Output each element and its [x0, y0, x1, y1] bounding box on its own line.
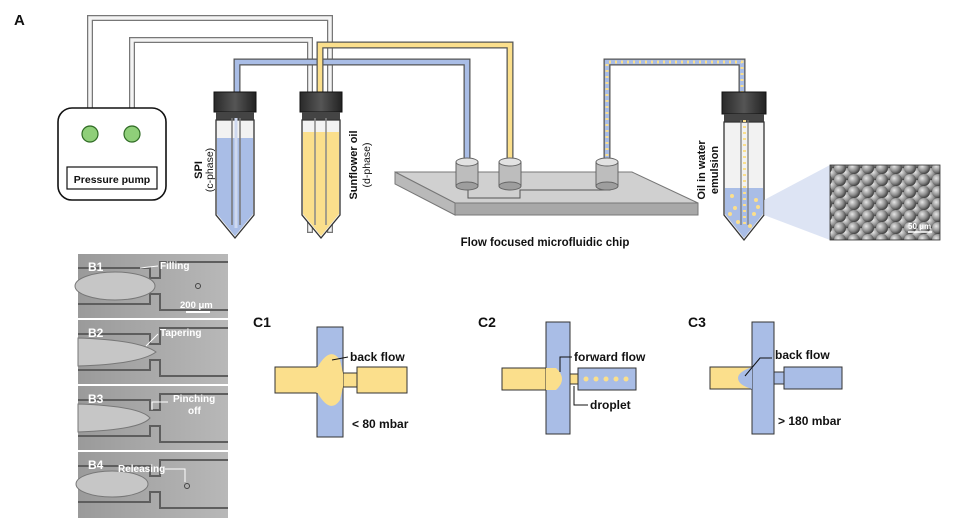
- pressure-pump: Pressure pump: [57, 107, 167, 201]
- c1-schematic: C1 back flow < 80 mbar: [253, 314, 409, 438]
- b3-id: B3: [88, 392, 104, 406]
- b1-stage: Filling: [160, 261, 189, 272]
- c2-droplet-label: droplet: [590, 398, 631, 412]
- b1-panel: B1 Filling 200 μm: [74, 254, 228, 318]
- b2-stage: Tapering: [160, 328, 201, 339]
- b-panels: B1 Filling 200 μm B2 Tapering B3 Pinchin…: [74, 254, 228, 518]
- c3-id: C3: [688, 314, 706, 330]
- b1-id: B1: [88, 260, 104, 274]
- c3-pressure-label: > 180 mbar: [778, 414, 841, 428]
- b2-id: B2: [88, 326, 104, 340]
- pump-port-right: [123, 125, 141, 143]
- c1-id: C1: [253, 314, 271, 330]
- chip-inlet-left: [455, 157, 479, 191]
- c3-flow-label: back flow: [775, 348, 830, 362]
- panel-label-a: A: [14, 12, 25, 29]
- oil-tube: [299, 91, 343, 240]
- microfluidic-chip: [394, 157, 699, 216]
- b4-stage: Releasing: [118, 464, 165, 475]
- chip-label: Flow focused microfluidic chip: [461, 237, 630, 249]
- b1-scale-label: 200 μm: [180, 300, 213, 311]
- c2-id: C2: [478, 314, 496, 330]
- micrograph-scale-label: 50 μm: [908, 222, 931, 231]
- c2-droplets: [583, 376, 629, 382]
- pump-port-left: [81, 125, 99, 143]
- b3-stage-line1: Pinching: [173, 394, 215, 405]
- emulsion-tube: [721, 91, 767, 242]
- c3-schematic: C3 back flow > 180 mbar: [688, 314, 843, 435]
- pump-label: Pressure pump: [74, 174, 150, 186]
- chip-inlet-right: [498, 157, 522, 191]
- droplet-micrograph: 50 μm: [829, 164, 941, 241]
- c1-flow-label: back flow: [350, 350, 405, 364]
- c2-flow-label: forward flow: [574, 350, 646, 364]
- oil-label: Sunflower oil: [348, 130, 360, 199]
- spi-tube: [213, 91, 257, 240]
- oil-phase-label: (d-phase): [361, 143, 373, 188]
- b4-id: B4: [88, 458, 104, 472]
- b4-panel: B4 Releasing: [75, 452, 228, 518]
- spi-label: SPI: [193, 161, 205, 179]
- c1-pressure-label: < 80 mbar: [352, 417, 409, 431]
- b3-panel: B3 Pinching off: [77, 386, 228, 450]
- b2-panel: B2 Tapering: [77, 320, 228, 384]
- emulsion-label-line2: emulsion: [709, 146, 721, 195]
- zoom-cone: [764, 165, 830, 240]
- b3-stage-line2: off: [188, 406, 201, 417]
- emulsion-label-line1: Oil in water: [696, 140, 708, 200]
- spi-phase-label: (c-phase): [204, 148, 216, 192]
- c2-schematic: C2 forward flow droplet: [478, 314, 646, 435]
- chip-outlet: [595, 157, 619, 191]
